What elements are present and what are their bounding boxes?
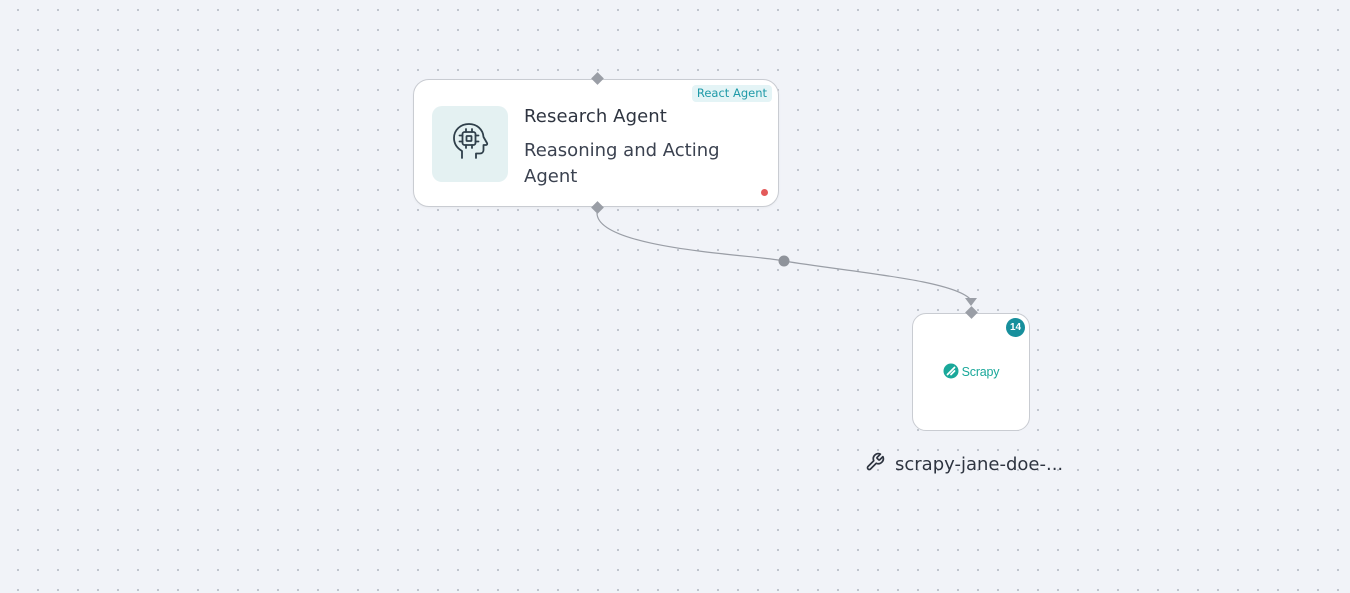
scrapy-logo-icon [943,363,959,382]
brain-chip-icon [448,120,492,168]
wrench-icon [865,452,885,477]
tool-label[interactable]: scrapy-jane-doe-... [865,452,1085,477]
scrapy-logo: Scrapy [943,363,1000,382]
agent-icon-tile [432,106,508,182]
agent-output-handle[interactable] [591,201,604,214]
agent-type-badge: React Agent [691,85,772,102]
edge-midpoint-handle[interactable] [778,255,790,267]
agent-title: Research Agent [524,106,667,127]
tool-node-scrapy[interactable]: Scrapy 14 [912,306,1030,431]
agent-status-dot [761,189,768,196]
agent-description: Reasoning and Acting Agent [524,140,720,186]
agent-node-research[interactable]: React Agent Research Agent Re [413,72,779,214]
tool-label-text: scrapy-jane-doe-... [895,454,1064,475]
tool-input-handle[interactable] [965,306,978,319]
scrapy-logo-text: Scrapy [961,365,1000,379]
tool-count-badge: 14 [1006,318,1025,337]
agent-input-handle[interactable] [591,72,604,85]
connection-edge[interactable] [596,212,972,301]
